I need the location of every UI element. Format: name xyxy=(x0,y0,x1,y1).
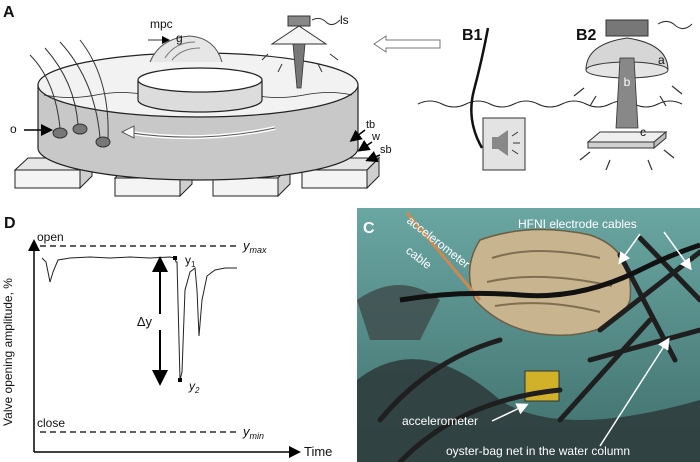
panel-c-letter: C xyxy=(363,220,375,237)
label-g: g xyxy=(176,31,183,45)
y2-marker xyxy=(178,378,182,382)
close-label: close xyxy=(37,416,65,430)
y1-marker xyxy=(173,256,177,260)
ymax-label: ymax xyxy=(242,238,267,255)
y1-label: y1 xyxy=(185,253,196,269)
label-o: o xyxy=(10,122,17,136)
label-net: oyster-bag net in the water column xyxy=(446,444,630,458)
label-c: c xyxy=(640,125,646,139)
label-mpc: mpc xyxy=(150,17,173,31)
label-w: w xyxy=(371,131,380,143)
panel-d-letter: D xyxy=(4,215,16,232)
mpc-device xyxy=(148,35,223,63)
label-accelerometer: accelerometer xyxy=(402,414,478,428)
label-b: b xyxy=(624,75,631,89)
panel-b2-letter: B2 xyxy=(576,27,597,44)
label-a: a xyxy=(658,53,665,67)
lamp-b2 xyxy=(573,19,693,171)
label-hfni-cables: HFNI electrode cables xyxy=(518,217,637,231)
panel-a: A xyxy=(3,4,392,198)
valve-trace xyxy=(41,256,237,381)
accelerometer-device xyxy=(524,370,560,402)
tank xyxy=(37,52,359,181)
oysters xyxy=(29,39,111,148)
link-arrow xyxy=(373,35,441,53)
y2-label: y2 xyxy=(188,379,200,395)
panel-c: C accelerometer cable HFNI electrode cab… xyxy=(357,208,700,462)
panel-a-letter: A xyxy=(3,4,15,21)
x-axis-label: Time xyxy=(304,444,332,459)
panel-b1-letter: B1 xyxy=(462,27,483,44)
hydrophone-cable xyxy=(470,27,490,149)
cables xyxy=(399,242,700,303)
lamp-ls xyxy=(261,15,341,89)
label-tb: tb xyxy=(366,119,375,131)
label-sb: sb xyxy=(380,144,392,156)
panel-b: B1 B2 xyxy=(417,19,693,171)
delta-label: Δy xyxy=(137,314,153,329)
open-label: open xyxy=(37,230,64,244)
ymin-label: ymin xyxy=(242,424,264,441)
label-ls: ls xyxy=(340,13,349,27)
panel-d: D Valve opening amplitude, % Time open y… xyxy=(1,215,332,459)
y-axis-label: Valve opening amplitude, % xyxy=(1,278,15,426)
speaker-box xyxy=(482,117,526,171)
